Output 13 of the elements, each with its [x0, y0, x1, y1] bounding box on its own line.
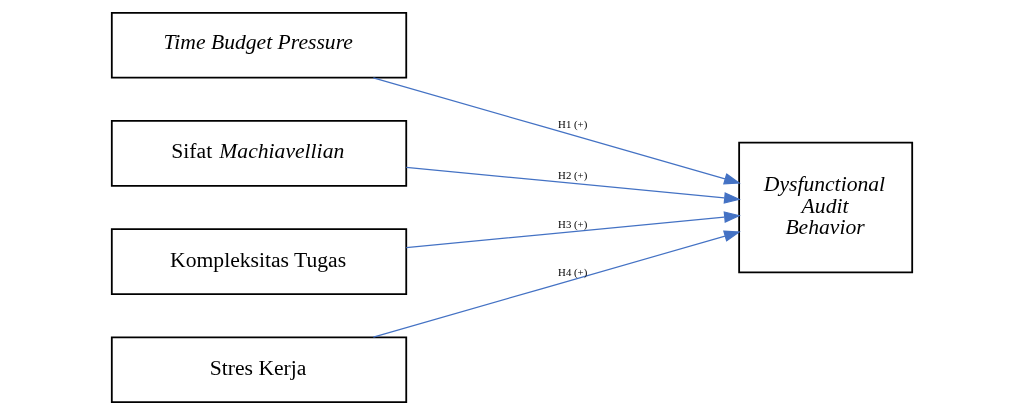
edge-label: H4 (+): [557, 266, 587, 279]
edge-label: H1 (+): [557, 118, 587, 131]
arrow: [405, 211, 741, 249]
arrow: [405, 166, 741, 204]
node-box: Stres Kerja: [110, 336, 407, 404]
edge-label: H3 (+): [557, 218, 587, 231]
node-box: Kompleksitas Tugas: [110, 228, 407, 295]
arrow: [372, 230, 741, 338]
node-box: Dysfunctional Audit Behavior: [737, 141, 913, 274]
arrow: [372, 77, 741, 185]
node-box: Time Budget Pressure: [110, 11, 407, 79]
edge-label: H2 (+): [557, 168, 587, 181]
node-box: Sifat Machiavellian: [110, 120, 407, 187]
